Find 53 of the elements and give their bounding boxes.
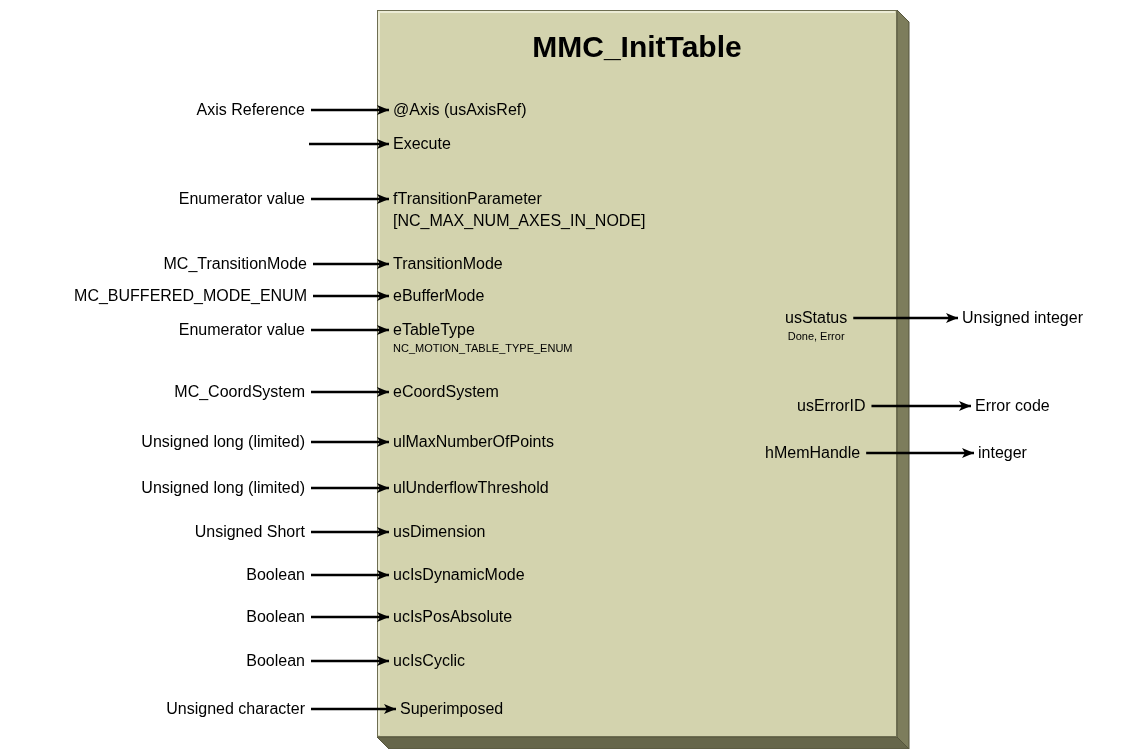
arrow (871, 401, 971, 411)
arrow (311, 194, 389, 204)
signal-type-label: Error code (975, 396, 1050, 416)
port-label: usDimension (393, 522, 486, 542)
port-label: Superimposed (400, 699, 504, 719)
port-label: ucIsDynamicMode (393, 565, 525, 585)
port-label: ucIsPosAbsolute (393, 607, 513, 627)
arrow (311, 105, 389, 115)
signal-type-label: MC_TransitionMode (163, 254, 307, 274)
signal-type-label: integer (978, 443, 1027, 463)
signal-type-label: Boolean (246, 607, 305, 627)
arrow (311, 437, 389, 447)
port-label: usStatus (785, 308, 848, 328)
arrow (853, 313, 958, 323)
port-label: ucIsCyclic (393, 651, 465, 671)
port-label: Execute (393, 134, 451, 154)
signal-type-label: Unsigned Short (194, 522, 305, 542)
port-label: fTransitionParameter [NC_MAX_NUM_AXES_IN_NODE] (393, 189, 647, 231)
signal-type-label: Boolean (246, 651, 305, 671)
arrow (309, 139, 389, 149)
arrow (311, 387, 389, 397)
arrow (311, 527, 389, 537)
signal-type-label: Unsigned long (limited) (141, 478, 305, 498)
arrow (866, 448, 974, 458)
signal-type-label: Unsigned long (limited) (141, 432, 305, 452)
signal-type-label: Boolean (246, 565, 305, 585)
block-title: MMC_InitTable (531, 30, 743, 64)
signal-type-label: MC_CoordSystem (174, 382, 305, 402)
arrow (311, 483, 389, 493)
port-label: eBufferMode (393, 286, 485, 306)
port-label: TransitionMode (393, 254, 503, 274)
signal-type-label: MC_BUFFERED_MODE_ENUM (74, 286, 307, 306)
arrow (311, 656, 389, 666)
port-label: usErrorID (797, 396, 866, 416)
port-label: ulMaxNumberOfPoints (393, 432, 554, 452)
signal-type-label: Axis Reference (196, 100, 305, 120)
port-note: NC_MOTION_TABLE_TYPE_ENUM (393, 341, 573, 355)
port-note: Done, Error (786, 329, 846, 343)
arrow (313, 291, 389, 301)
arrow (311, 612, 389, 622)
port-label: @Axis (usAxisRef) (393, 100, 527, 120)
port-label: eTableType (393, 320, 476, 340)
arrow (311, 325, 389, 335)
signal-type-label: Unsigned integer (962, 308, 1083, 328)
arrow (313, 259, 389, 269)
arrow (311, 570, 389, 580)
port-label: hMemHandle (765, 443, 861, 463)
port-label: eCoordSystem (393, 382, 499, 402)
port-label: ulUnderflowThreshold (393, 478, 549, 498)
arrow (311, 704, 396, 714)
signal-type-label: Unsigned character (166, 699, 305, 719)
signal-type-label: Enumerator value (178, 189, 305, 209)
signal-type-label: Enumerator value (178, 320, 305, 340)
